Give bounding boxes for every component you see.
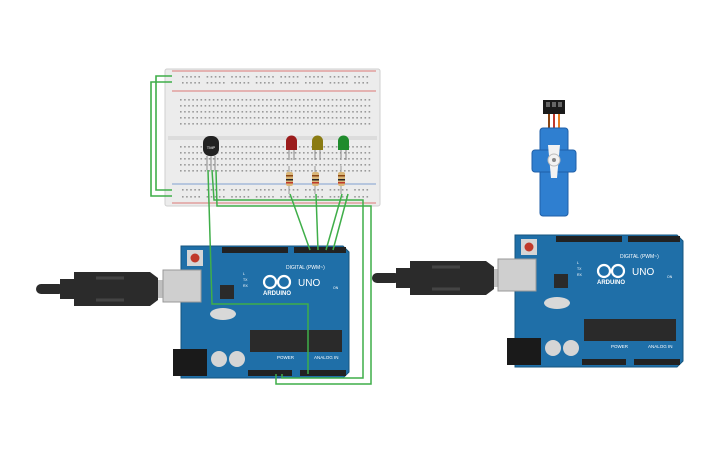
atmega-chip [250,330,342,352]
resistor-3[interactable] [338,166,345,194]
header-analog [300,370,346,376]
reset-button[interactable] [524,242,534,252]
servo-motor[interactable] [531,100,577,217]
usb-cable-left[interactable] [36,272,174,306]
atmega-chip [584,319,676,341]
tx-label: TX [243,278,248,282]
analog-label: ANALOG IN [648,344,673,349]
resistor-2[interactable] [312,166,319,194]
rx-label: RX [243,284,249,288]
reset-button[interactable] [190,253,200,263]
usb-plug-icon [410,261,494,295]
header-power [248,370,292,376]
capacitor-1 [211,351,227,367]
model-label: UNO [298,278,320,289]
usb-plug-icon [74,272,158,306]
l-label: L [243,272,245,276]
usb-chip [554,274,568,288]
header-top-2 [628,236,680,242]
power-jack [173,349,207,376]
capacitor-2 [563,340,579,356]
model-label: UNO [632,267,654,278]
capacitor-2 [229,351,245,367]
power-label: POWER [277,355,295,360]
led-yellow[interactable] [312,135,324,161]
led-red[interactable] [286,135,297,161]
crystal [544,297,570,309]
digital-label: DIGITAL (PWM~) [286,265,325,271]
usb-port [497,258,537,292]
header-top-2 [294,247,346,253]
arduino-infinity-logo-icon [596,263,626,279]
on-label: ON [667,275,673,279]
header-analog [634,359,680,365]
wires [207,169,372,385]
capacitor-1 [545,340,561,356]
digital-label: DIGITAL (PWM~) [620,254,659,260]
usb-port [162,269,202,303]
header-top-1 [222,247,288,253]
rx-label: RX [577,273,583,277]
arduino-infinity-logo-icon [262,274,292,290]
crystal [210,308,236,320]
resistor-1[interactable] [286,166,293,194]
arduino-uno-right[interactable]: ARDUINO UNO DIGITAL (PWM~) POWER ANALOG … [497,234,684,368]
brand-label: ARDUINO [597,280,625,286]
breadboard[interactable] [150,68,381,207]
arduino-uno-left[interactable]: ARDUINO UNO DIGITAL (PWM~) POWER ANALOG … [162,245,350,379]
power-jack [507,338,541,365]
header-power [582,359,626,365]
temperature-sensor[interactable]: TMP [203,136,219,170]
header-top-1 [556,236,622,242]
usb-chip [220,285,234,299]
usb-cable-right[interactable] [372,261,510,295]
servo-horn-icon [547,145,561,178]
l-label: L [577,261,579,265]
sensor-label: TMP [207,145,216,150]
tx-label: TX [577,267,582,271]
on-label: ON [333,286,339,290]
led-green[interactable] [338,135,349,161]
power-label: POWER [611,344,629,349]
brand-label: ARDUINO [263,291,291,297]
analog-label: ANALOG IN [314,355,339,360]
